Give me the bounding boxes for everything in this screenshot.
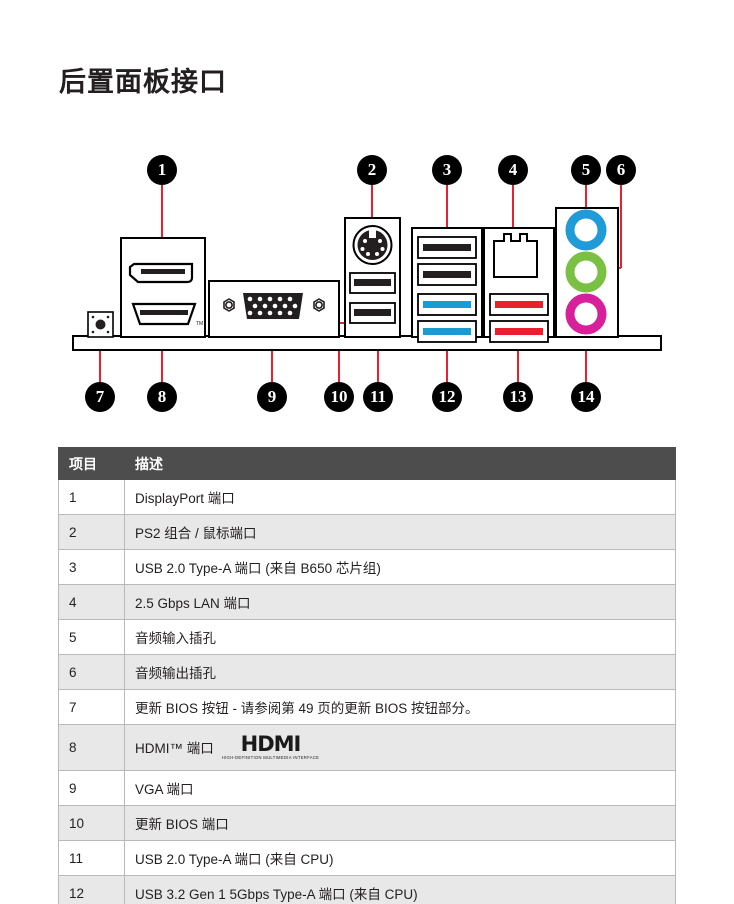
- usb2-chipset-port-upper: [417, 236, 477, 259]
- callout-10[interactable]: 10: [324, 382, 354, 412]
- callout-1[interactable]: 1: [147, 155, 177, 185]
- cell-description: HDMI™ 端口 HDMI HIGH-DEFINITION MULTIMEDIA…: [124, 724, 676, 771]
- page-title: 后置面板接口: [59, 67, 227, 97]
- hdmi-label: HDMI™ 端口: [135, 741, 214, 757]
- rj45-lan-port: [493, 233, 538, 278]
- table-row: 3 USB 2.0 Type-A 端口 (来自 B650 芯片组): [58, 549, 676, 585]
- header-description: 描述: [124, 447, 676, 480]
- dp-hdmi-stack: TM: [120, 237, 206, 338]
- cell-description: 2.5 Gbps LAN 端口: [124, 584, 676, 620]
- table-header-row: 项目 描述: [58, 447, 676, 480]
- hdmi-logo-subtitle: HIGH-DEFINITION MULTIMEDIA INTERFACE: [221, 755, 320, 761]
- audio-mic-jack: [565, 293, 607, 335]
- rear-panel-io-diagram: TM: [0, 140, 734, 415]
- cell-description: 音频输入插孔: [124, 619, 676, 655]
- ps2-usb-stack: [344, 217, 401, 338]
- callout-8[interactable]: 8: [147, 382, 177, 412]
- vga-connector: [208, 280, 340, 338]
- audio-line-out-jack: [565, 251, 607, 293]
- ps2-connector: [352, 225, 393, 265]
- table-row: 1 DisplayPort 端口: [58, 479, 676, 515]
- callout-13[interactable]: 13: [503, 382, 533, 412]
- bios-flash-usb-port: [349, 302, 396, 324]
- callout-9[interactable]: 9: [257, 382, 287, 412]
- callout-2[interactable]: 2: [357, 155, 387, 185]
- callout-11[interactable]: 11: [363, 382, 393, 412]
- table-header: 项目 描述: [58, 447, 676, 480]
- usb-red-port-lower: [489, 320, 549, 343]
- cell-item: 11: [58, 840, 125, 876]
- lan-usb-red-stack: [483, 227, 555, 343]
- usb-red-port-upper: [489, 293, 549, 316]
- hdmi-logo-icon: HDMI HIGH-DEFINITION MULTIMEDIA INTERFAC…: [222, 734, 320, 760]
- usb2-cpu-port-upper: [349, 272, 396, 294]
- cell-description: USB 2.0 Type-A 端口 (来自 B650 芯片组): [124, 549, 676, 585]
- cell-item: 9: [58, 770, 125, 806]
- cell-description: 音频输出插孔: [124, 654, 676, 690]
- table-row: 4 2.5 Gbps LAN 端口: [58, 584, 676, 620]
- table-row: 10 更新 BIOS 端口: [58, 805, 676, 841]
- cell-description: VGA 端口: [124, 770, 676, 806]
- cell-item: 2: [58, 514, 125, 550]
- table-row: 9 VGA 端口: [58, 770, 676, 806]
- callout-4[interactable]: 4: [498, 155, 528, 185]
- table-row: 7 更新 BIOS 按钮 - 请参阅第 49 页的更新 BIOS 按钮部分。: [58, 689, 676, 725]
- svg-text:TM: TM: [196, 321, 203, 327]
- cell-description: 更新 BIOS 端口: [124, 805, 676, 841]
- cell-item: 3: [58, 549, 125, 585]
- cell-item: 12: [58, 875, 125, 904]
- callout-3[interactable]: 3: [432, 155, 462, 185]
- cell-description: USB 2.0 Type-A 端口 (来自 CPU): [124, 840, 676, 876]
- hdmi-logo-word: HDMI: [240, 732, 302, 757]
- callout-7[interactable]: 7: [85, 382, 115, 412]
- displayport-connector: [128, 262, 194, 284]
- usb2-chipset-port-lower: [417, 263, 477, 286]
- table-row: 2 PS2 组合 / 鼠标端口: [58, 514, 676, 550]
- rear-panel-connector-table: 项目 描述 1 DisplayPort 端口 2 PS2 组合 / 鼠标端口 3…: [58, 447, 676, 904]
- table-row: 6 音频输出插孔: [58, 654, 676, 690]
- callout-14[interactable]: 14: [571, 382, 601, 412]
- cell-item: 6: [58, 654, 125, 690]
- callout-5[interactable]: 5: [571, 155, 601, 185]
- cell-item: 7: [58, 689, 125, 725]
- usb32-gen1-port-upper: [417, 293, 477, 316]
- audio-line-in-jack: [565, 209, 607, 251]
- audio-jack-stack: [555, 207, 619, 338]
- io-shield-bar: [72, 335, 662, 351]
- hdmi-connector: TM: [131, 302, 203, 327]
- callout-6[interactable]: 6: [606, 155, 636, 185]
- cell-description: 更新 BIOS 按钮 - 请参阅第 49 页的更新 BIOS 按钮部分。: [124, 689, 676, 725]
- cell-item: 8: [58, 724, 125, 771]
- bios-flash-button: [87, 311, 114, 338]
- usb32-gen1-port-lower: [417, 320, 477, 343]
- table-row: 8 HDMI™ 端口 HDMI HIGH-DEFINITION MULTIMED…: [58, 724, 676, 771]
- usb-chipset-stack: [411, 227, 483, 343]
- cell-description: PS2 组合 / 鼠标端口: [124, 514, 676, 550]
- cell-item: 4: [58, 584, 125, 620]
- header-item: 项目: [58, 447, 125, 480]
- cell-item: 1: [58, 479, 125, 515]
- table-row: 12 USB 3.2 Gen 1 5Gbps Type-A 端口 (来自 CPU…: [58, 875, 676, 904]
- cell-description: USB 3.2 Gen 1 5Gbps Type-A 端口 (来自 CPU): [124, 875, 676, 904]
- cell-item: 10: [58, 805, 125, 841]
- callout-12[interactable]: 12: [432, 382, 462, 412]
- table-row: 5 音频输入插孔: [58, 619, 676, 655]
- table-row: 11 USB 2.0 Type-A 端口 (来自 CPU): [58, 840, 676, 876]
- cell-description: DisplayPort 端口: [124, 479, 676, 515]
- cell-item: 5: [58, 619, 125, 655]
- table-body: 1 DisplayPort 端口 2 PS2 组合 / 鼠标端口 3 USB 2…: [58, 479, 676, 904]
